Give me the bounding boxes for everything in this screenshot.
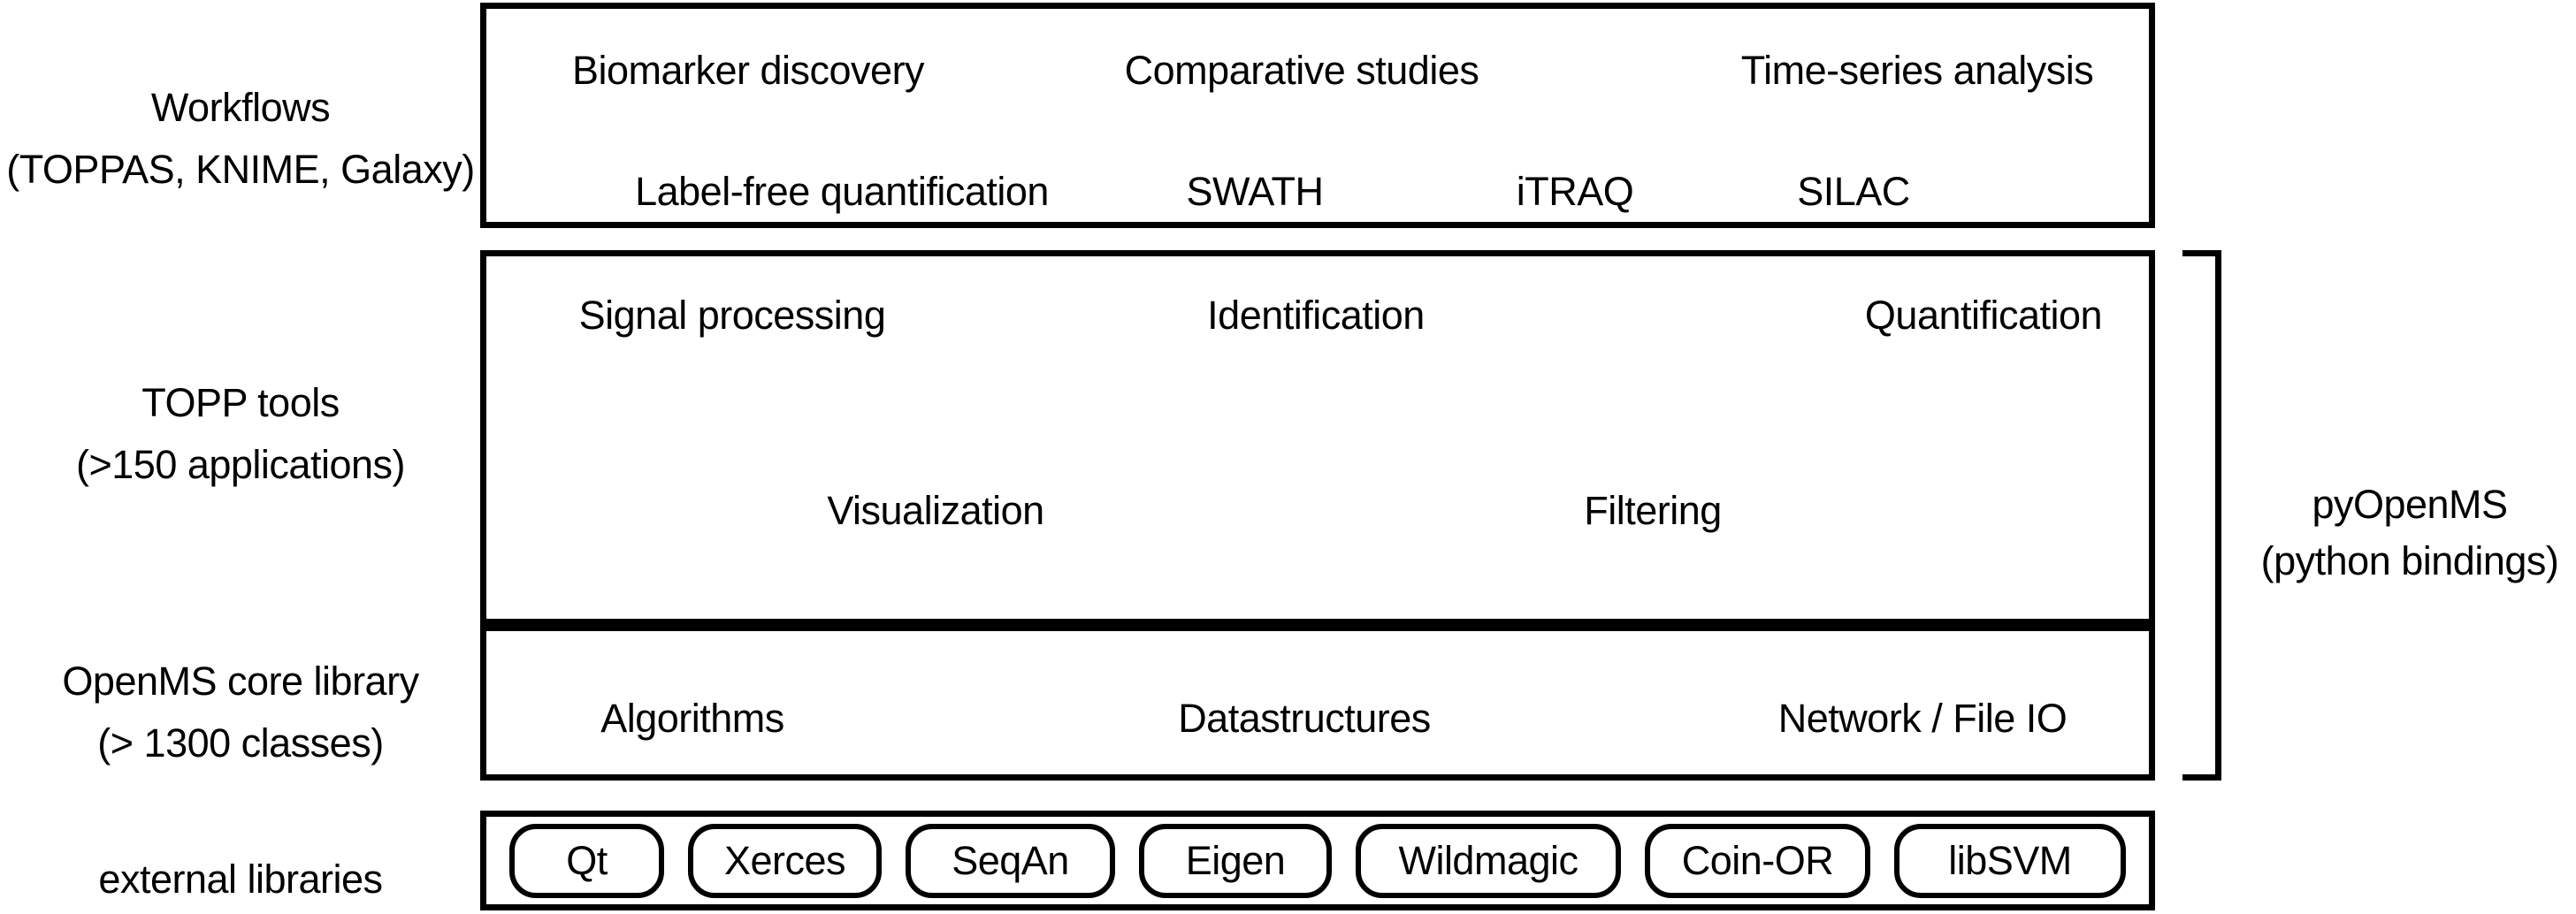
library-pill-label: Qt <box>566 837 608 883</box>
workflow-item: iTRAQ <box>1516 169 1634 214</box>
topp-item: Visualization <box>827 488 1044 533</box>
library-pill: Coin-OR <box>1645 823 1870 898</box>
label-topp-tools-line1: TOPP tools <box>141 380 340 425</box>
pyopenms-label-line2: (python bindings) <box>2260 538 2559 583</box>
library-pill-label: Coin-OR <box>1681 837 1834 883</box>
topp-item: Quantification <box>1864 293 2103 338</box>
topp-item: Identification <box>1207 293 1425 338</box>
library-pill: libSVM <box>1894 823 2126 898</box>
label-workflows-line2: (TOPPAS, KNIME, Galaxy) <box>6 147 475 192</box>
library-pill-label: SeqAn <box>952 837 1069 883</box>
label-external-libraries-line1: external libraries <box>98 857 383 902</box>
library-pill-label: Xerces <box>723 837 846 883</box>
workflow-item: SILAC <box>1797 169 1910 214</box>
pyopenms-label-line1: pyOpenMS <box>2312 482 2508 527</box>
pyopenms-bracket <box>2182 250 2221 781</box>
library-pill: Xerces <box>688 823 882 898</box>
core-item: Datastructures <box>1178 696 1431 741</box>
label-core-library: OpenMS core library (> 1300 classes) <box>0 651 481 774</box>
library-pill: Qt <box>509 823 664 898</box>
core-library-box <box>480 625 2155 781</box>
workflow-item: Comparative studies <box>1124 48 1479 93</box>
core-item: Algorithms <box>600 696 784 741</box>
workflow-item: Biomarker discovery <box>571 48 925 93</box>
label-core-library-line2: (> 1300 classes) <box>97 720 384 765</box>
pyopenms-label: pyOpenMS (python bindings) <box>2261 476 2559 590</box>
label-workflows: Workflows (TOPPAS, KNIME, Galaxy) <box>0 77 481 201</box>
topp-item: Signal processing <box>578 293 886 338</box>
label-workflows-line1: Workflows <box>150 85 331 130</box>
workflow-item: SWATH <box>1186 169 1324 214</box>
workflows-box <box>480 3 2155 228</box>
library-pill-label: Eigen <box>1185 837 1286 883</box>
topp-item: Filtering <box>1584 488 1722 533</box>
core-item: Network / File IO <box>1777 696 2068 741</box>
library-pill-label: Wildmagic <box>1398 837 1578 883</box>
label-external-libraries: external libraries <box>0 849 481 910</box>
library-pill: SeqAn <box>906 823 1115 898</box>
workflow-item: Time-series analysis <box>1740 48 2094 93</box>
library-pill: Eigen <box>1139 823 1332 898</box>
label-topp-tools: TOPP tools (>150 applications) <box>0 372 481 496</box>
external-libraries-pill-row: Qt Xerces SeqAn Eigen Wildmagic Coin-OR … <box>480 811 2155 910</box>
library-pill-label: libSVM <box>1948 837 2072 883</box>
workflow-item: Label-free quantification <box>635 169 1049 214</box>
library-pill: Wildmagic <box>1356 823 1621 898</box>
label-core-library-line1: OpenMS core library <box>62 659 419 704</box>
label-topp-tools-line2: (>150 applications) <box>76 442 406 487</box>
topp-tools-box <box>480 250 2155 625</box>
